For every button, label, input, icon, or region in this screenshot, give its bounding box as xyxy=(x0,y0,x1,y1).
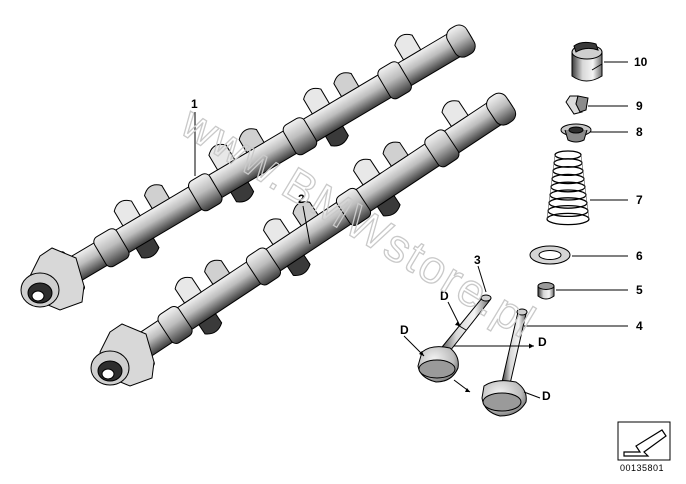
part-number-7: 7 xyxy=(636,193,643,207)
part-number-10: 10 xyxy=(634,55,648,69)
intake-valve xyxy=(417,294,492,383)
valve-spring xyxy=(546,150,590,226)
view-direction-symbol: 00135801 xyxy=(617,421,671,473)
part-number-8: 8 xyxy=(636,125,643,139)
arrow-icon xyxy=(623,429,667,457)
part-number-3: 3 xyxy=(474,253,481,267)
camshaft-intake xyxy=(20,24,476,311)
dimension-label-d: D xyxy=(440,289,449,303)
camshaft-exhaust xyxy=(90,92,517,387)
bucket-tappet xyxy=(571,41,603,82)
part-number-6: 6 xyxy=(636,249,643,263)
part-labels: 1 2 3 4 5 6 7 8 9 10 xyxy=(191,55,648,333)
exhaust-valve xyxy=(481,308,528,417)
dimension-label-d: D xyxy=(538,335,547,349)
dimension-labels: D D D D xyxy=(400,289,551,403)
watermark-text: www.BMWstore.pl xyxy=(172,95,545,348)
part-number-1: 1 xyxy=(191,97,198,111)
part-number-2: 2 xyxy=(298,192,305,206)
part-number-5: 5 xyxy=(636,283,643,297)
valve-stem-seal xyxy=(537,282,555,300)
part-number-9: 9 xyxy=(636,99,643,113)
spring-seat-washer xyxy=(529,245,571,265)
dimension-label-d: D xyxy=(400,323,409,337)
part-number-4: 4 xyxy=(636,319,643,333)
dimension-label-d: D xyxy=(542,389,551,403)
document-id: 00135801 xyxy=(620,463,664,473)
leader-lines xyxy=(194,61,628,327)
spring-retainer xyxy=(560,123,592,143)
valve-keeper xyxy=(565,95,589,115)
